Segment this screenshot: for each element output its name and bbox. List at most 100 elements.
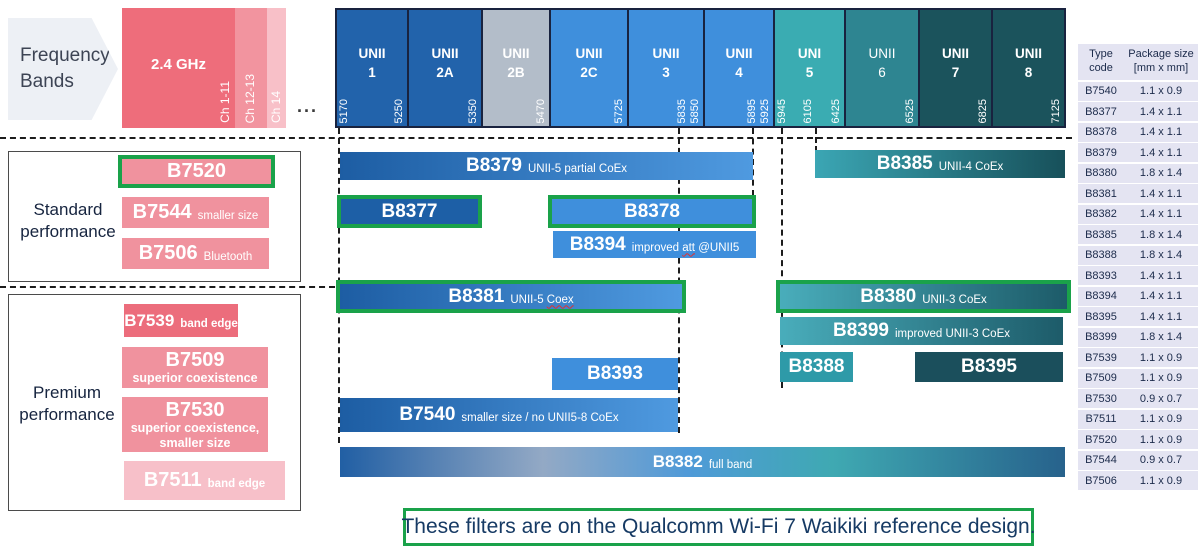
package-size-cell: 1.4 x 1.1 xyxy=(1139,269,1183,282)
filter-bar-b8395: B8395 xyxy=(915,352,1063,382)
package-size-cell: 0.9 x 0.7 xyxy=(1139,454,1183,466)
band-frequency-label: 7125 xyxy=(1050,98,1062,123)
type-code-cell: B8388 xyxy=(1085,249,1117,261)
band-number: 5 xyxy=(805,65,814,80)
band-frequency-label: 5835 xyxy=(676,98,688,123)
package-table-row: B8393 1.4 x 1.1 xyxy=(1078,266,1198,285)
package-table-header: Type code Package size [mm x mm] xyxy=(1078,44,1198,80)
band-label: UNII xyxy=(868,46,896,61)
type-code-cell: B7520 xyxy=(1085,433,1117,446)
package-size-cell: 1.1 x 0.9 xyxy=(1139,474,1183,487)
band-label: UNII xyxy=(575,46,603,61)
channel-label: Ch 1-11 xyxy=(218,81,232,123)
dashed-line-horizontal-groups xyxy=(0,286,345,288)
band-label: UNI xyxy=(797,46,822,61)
type-code-cell: B7530 xyxy=(1085,392,1117,405)
band-number: 6 xyxy=(878,65,886,80)
filter-name: B8378 xyxy=(624,200,680,222)
band-number: 4 xyxy=(735,65,743,80)
type-code-cell: B8394 xyxy=(1085,290,1117,302)
filter-bar-b8393: B8393 xyxy=(552,358,678,390)
type-code-cell: B8380 xyxy=(1085,167,1117,179)
dashed-line-5945 xyxy=(781,128,783,388)
band-label: UNII xyxy=(1015,46,1042,61)
band-label: UNII xyxy=(725,46,753,61)
filter-bar-b8388: B8388 xyxy=(780,352,853,382)
product-name: B7539 xyxy=(124,310,175,330)
package-table-row: B7506 1.1 x 0.9 xyxy=(1078,471,1198,490)
band-label: UNII xyxy=(358,46,386,61)
band-label: UNII xyxy=(431,46,459,61)
filter-name: B8399 xyxy=(832,320,889,341)
band-24ghz-ch1-11: 2.4 GHz Ch 1-11 xyxy=(122,8,235,128)
product-name: B7530 xyxy=(165,399,225,422)
band-frequency-label: 6825 xyxy=(977,98,989,123)
filter-name: B8395 xyxy=(961,356,1017,377)
band-number: 2B xyxy=(507,65,525,80)
package-size-cell: 1.4 x 1.1 xyxy=(1139,187,1183,200)
band-24ghz-ch14: Ch 14 xyxy=(267,8,286,128)
type-code-cell: B7539 xyxy=(1085,351,1117,364)
filter-sublabel: UNII-5 Coex xyxy=(510,293,574,306)
filter-name: B8394 xyxy=(569,233,626,255)
package-size-header: Package size [mm x mm] xyxy=(1128,48,1194,74)
package-size-cell: 1.4 x 1.1 xyxy=(1139,146,1183,159)
filter-name: B8382 xyxy=(652,452,703,471)
product-sublabel: Bluetooth xyxy=(203,250,253,263)
band-frequency-label: 5850 xyxy=(689,98,701,123)
type-code-cell: B8382 xyxy=(1085,208,1117,220)
type-code-cell: B8393 xyxy=(1085,269,1117,282)
reference-design-caption: These filters are on the Qualcomm Wi-Fi … xyxy=(401,508,1036,546)
filter-sublabel: full band xyxy=(708,459,753,471)
band-frequency-label: 6105 xyxy=(801,98,814,123)
band-number: 3 xyxy=(662,65,670,80)
product-name: B7520 xyxy=(167,160,226,182)
filter-sublabel: improved att @UNII5 xyxy=(631,241,740,254)
type-code-cell: B8399 xyxy=(1085,331,1117,343)
package-size-cell: 1.1 x 0.9 xyxy=(1139,351,1183,364)
premium-performance-label: Premium performance xyxy=(19,383,115,425)
band-frequency-label: 5350 xyxy=(467,98,479,123)
type-code-cell: B7506 xyxy=(1085,474,1117,487)
band-24ghz-ch12-13: Ch 12-13 xyxy=(235,8,267,128)
band-frequency-label: 5925 xyxy=(759,98,771,123)
package-size-cell: 1.4 x 1.1 xyxy=(1139,310,1183,323)
band-label: UNII xyxy=(942,46,969,61)
type-code-cell: B8395 xyxy=(1085,310,1117,323)
package-size-cell: 1.4 x 1.1 xyxy=(1139,105,1183,118)
filter-name: B8385 xyxy=(876,153,933,174)
product-sublabel: superior coexistence, smaller size xyxy=(130,421,260,450)
package-size-cell: 1.8 x 1.4 xyxy=(1139,228,1183,241)
type-code-header: Type code xyxy=(1089,48,1113,74)
product-name: B7509 xyxy=(165,349,225,372)
package-size-cell: 0.9 x 0.7 xyxy=(1139,392,1183,405)
filter-name: B7540 xyxy=(399,404,456,425)
package-size-cell: 1.8 x 1.4 xyxy=(1139,167,1183,179)
filter-name: B8379 xyxy=(465,155,522,176)
premium-performance-box xyxy=(8,294,301,511)
product-sublabel: smaller size xyxy=(197,209,259,222)
filter-bar-b8382: B8382 full band xyxy=(340,447,1065,477)
